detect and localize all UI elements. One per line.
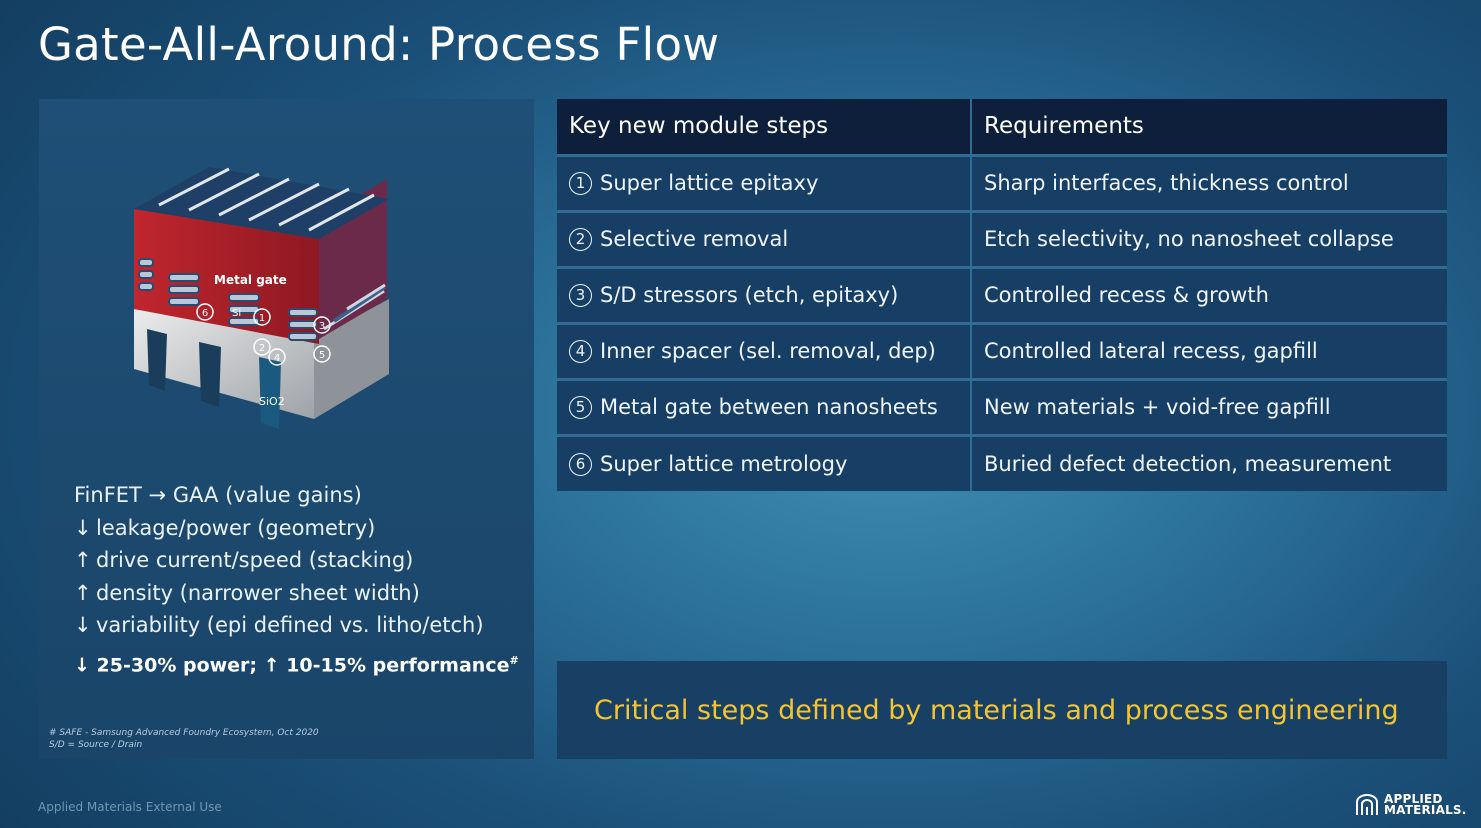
step-name: Super lattice epitaxy <box>600 171 819 195</box>
footnote-safe: # SAFE - Samsung Advanced Foundry Ecosys… <box>49 728 319 738</box>
down-arrow-icon: ↓ <box>74 515 92 540</box>
marker-5: 5 <box>319 350 325 361</box>
requirement: Sharp interfaces, thickness control <box>971 155 1447 213</box>
nanosheet-stacks <box>138 258 318 341</box>
up-arrow-icon: ↑ <box>74 580 92 605</box>
top-stripes <box>158 167 375 232</box>
sio2-trench <box>199 342 221 407</box>
marker-2: 2 <box>259 343 265 354</box>
footer-classification: Applied Materials External Use <box>38 800 222 814</box>
up-arrow-icon: ↑ <box>263 654 280 677</box>
benefit-item: ↑drive current/speed (stacking) <box>74 544 484 577</box>
marker-1: 1 <box>259 313 265 324</box>
marker-3: 3 <box>319 321 325 332</box>
table-row: 3 S/D stressors (etch, epitaxy) Controlle… <box>557 267 1447 325</box>
performance-summary: ↓ 25-30% power; ↑ 10-15% performance# <box>74 654 519 677</box>
gaa-transistor-illustration: Metal gate Si SiO2 1 2 3 4 5 6 <box>134 167 389 429</box>
sio2-trench <box>147 329 167 391</box>
up-arrow-icon: ↑ <box>74 548 92 572</box>
step-name: Super lattice metrology <box>600 451 848 476</box>
step-name: S/D stressors (etch, epitaxy) <box>600 283 899 307</box>
benefits-list: FinFET → GAA (value gains) ↓leakage/powe… <box>74 479 484 642</box>
benefit-item: ↓leakage/power (geometry) <box>74 512 484 545</box>
illustration-panel: Metal gate Si SiO2 1 2 3 4 5 6 FinFET → … <box>39 99 534 759</box>
table-row: 4 Inner spacer (sel. removal, dep) Contro… <box>557 323 1447 381</box>
applied-materials-logo: APPLIED MATERIALS. <box>1354 793 1467 817</box>
metal-gate-front <box>134 209 319 344</box>
applied-materials-logo-icon <box>1356 794 1378 815</box>
marker-4: 4 <box>274 353 280 364</box>
sio2-label: SiO2 <box>259 395 285 408</box>
requirement: Controlled lateral recess, gapfill <box>971 323 1447 381</box>
table-header-row: Key new module steps Requirements <box>557 99 1447 157</box>
requirement: Etch selectivity, no nanosheet collapse <box>971 211 1447 269</box>
step-number: 3 <box>569 284 592 307</box>
table-row: 2 Selective removal Etch selectivity, no … <box>557 211 1447 269</box>
si-label: Si <box>232 308 241 319</box>
logo-line-1: APPLIED <box>1384 792 1443 806</box>
step-number: 1 <box>569 172 592 195</box>
step-name: Metal gate between nanosheets <box>600 395 938 419</box>
down-arrow-icon: ↓ <box>74 654 90 677</box>
down-arrow-icon: ↓ <box>74 613 92 637</box>
column-header-requirements: Requirements <box>971 99 1447 157</box>
step-number: 2 <box>569 228 592 251</box>
step-number: 4 <box>569 340 592 363</box>
benefit-item: FinFET → GAA (value gains) <box>74 483 362 507</box>
callout-box: Critical steps defined by materials and … <box>557 661 1447 759</box>
callout-text: Critical steps defined by materials and … <box>594 694 1399 726</box>
footnote-sd: S/D = Source / Drain <box>49 740 143 750</box>
table-row: 6 Super lattice metrology Buried defect d… <box>557 435 1447 491</box>
benefit-item: ↓variability (epi defined vs. litho/etch… <box>74 609 484 642</box>
footnotes: # SAFE - Samsung Advanced Foundry Ecosys… <box>49 727 319 751</box>
table-row: 1 Super lattice epitaxy Sharp interfaces,… <box>557 155 1447 213</box>
requirement: Buried defect detection, measurement <box>971 435 1447 491</box>
step-number: 5 <box>569 396 592 419</box>
column-header-steps: Key new module steps <box>557 99 972 157</box>
step-markers <box>196 303 331 366</box>
step-name: Inner spacer (sel. removal, dep) <box>600 339 936 363</box>
logo-line-2: MATERIALS. <box>1384 803 1467 817</box>
metal-gate-label: Metal gate <box>214 273 287 287</box>
requirement: New materials + void-free gapfill <box>971 379 1447 437</box>
requirement: Controlled recess & growth <box>971 267 1447 325</box>
benefit-item: ↑density (narrower sheet width) <box>74 577 484 610</box>
marker-6: 6 <box>202 308 208 319</box>
table-row: 5 Metal gate between nanosheets New mater… <box>557 379 1447 437</box>
sio2-trench <box>259 357 281 429</box>
step-name: Selective removal <box>600 227 789 251</box>
page-title: Gate-All-Around: Process Flow <box>38 18 720 71</box>
step-number: 6 <box>569 452 592 476</box>
